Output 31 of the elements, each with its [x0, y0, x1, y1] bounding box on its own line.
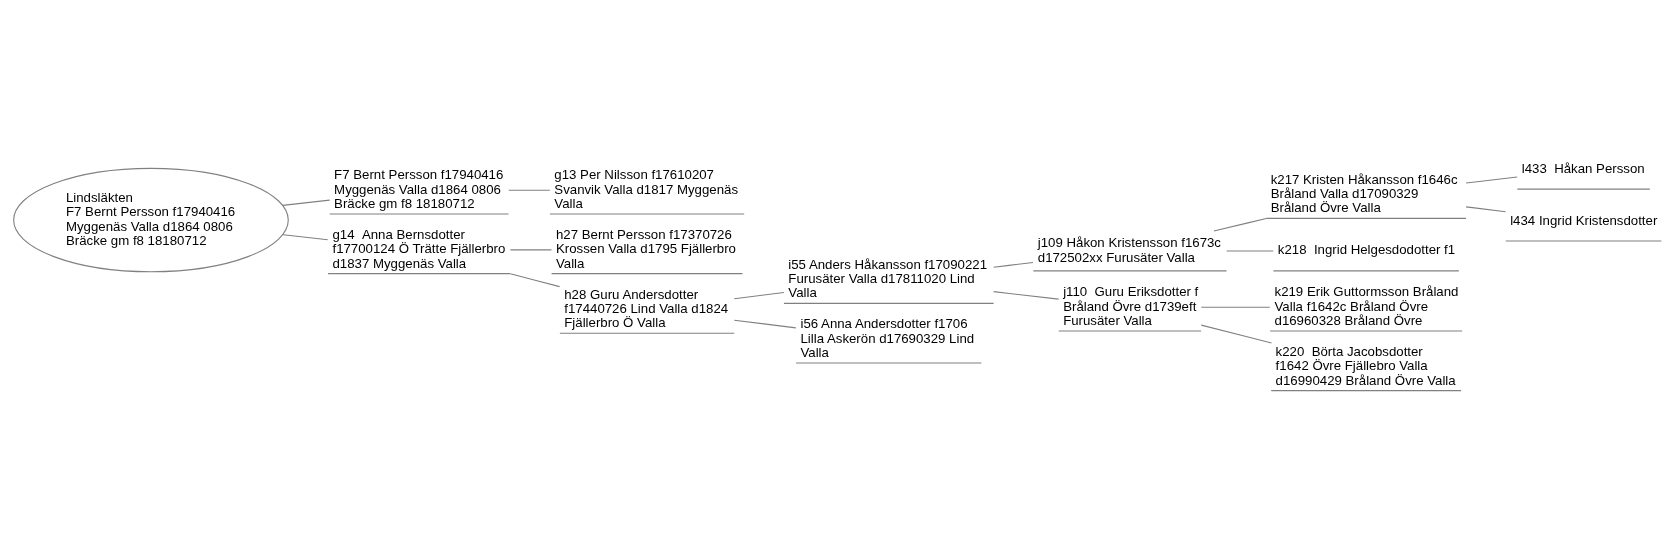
- node-text: h28 Guru Andersdotter f17440726 Lind Valla d1824 Fjällerbro Ö Valla: [564, 286, 729, 330]
- node-ellipse: Lindsläkten F7 Bernt Persson f17940416 Myggenäs Valla d1864 0806 Bräcke gm f8 18180712: [13, 167, 289, 272]
- connector: [508, 189, 551, 191]
- node-text: h27 Bernt Persson f17370726 Krossen Valla d1795 Fjällerbro Valla: [555, 226, 736, 271]
- connector: [1200, 324, 1273, 344]
- node-text: k219 Erik Guttormsson Bråland Valla f1642c Bråland Övre d16960328 Bråland Övre: [1274, 283, 1459, 328]
- connector: [282, 233, 329, 240]
- connector: [733, 291, 785, 299]
- node-text: k218 Ingrid Helgesdodotter f1: [1277, 241, 1456, 257]
- connector: [509, 272, 561, 287]
- node-text: l433 Håkan Persson: [1521, 160, 1645, 176]
- node-text: i55 Anders Håkansson f17090221 Furusäter Valla d17811020 Lind Valla: [788, 256, 987, 300]
- connector: [1465, 205, 1507, 212]
- node-text: j109 Håkon Kristensson f1673c d172502xx Furusäter Valla: [1037, 234, 1221, 265]
- connector: [993, 261, 1034, 268]
- connector: [1465, 175, 1518, 184]
- node-text: k220 Börta Jacobsdotter f1642 Övre Fjällebro Valla d16990429 Bråland Övre Valla: [1275, 343, 1456, 388]
- connector: [733, 319, 797, 328]
- connector: [1200, 306, 1271, 308]
- node-text: i56 Anna Andersdotter f1706 Lilla Askerön d17690329 Lind Valla: [800, 315, 975, 360]
- connector: [509, 248, 552, 250]
- connector: [1213, 217, 1267, 232]
- node-text: j110 Guru Eriksdotter f Bråland Övre d1739eft Furusäter Valla: [1063, 283, 1199, 328]
- connector: [282, 199, 331, 206]
- connector: [993, 290, 1060, 300]
- node-text: k217 Kristen Håkansson f1646c Bråland Valla d17090329 Bråland Övre Valla: [1270, 171, 1458, 215]
- connector: [1226, 249, 1274, 251]
- node-text: g13 Per Nilsson f17610207 Svanvik Valla d1817 Myggenäs Valla: [554, 166, 739, 211]
- node-text: F7 Bernt Persson f17940416 Myggenäs Valla d1864 0806 Bräcke gm f8 18180712: [334, 166, 504, 211]
- node-text: g14 Anna Bernsdotter f17700124 Ö Trätte Fjällerbro d1837 Myggenäs Valla: [332, 226, 506, 271]
- node-text: l434 Ingrid Kristensdotter: [1510, 212, 1658, 228]
